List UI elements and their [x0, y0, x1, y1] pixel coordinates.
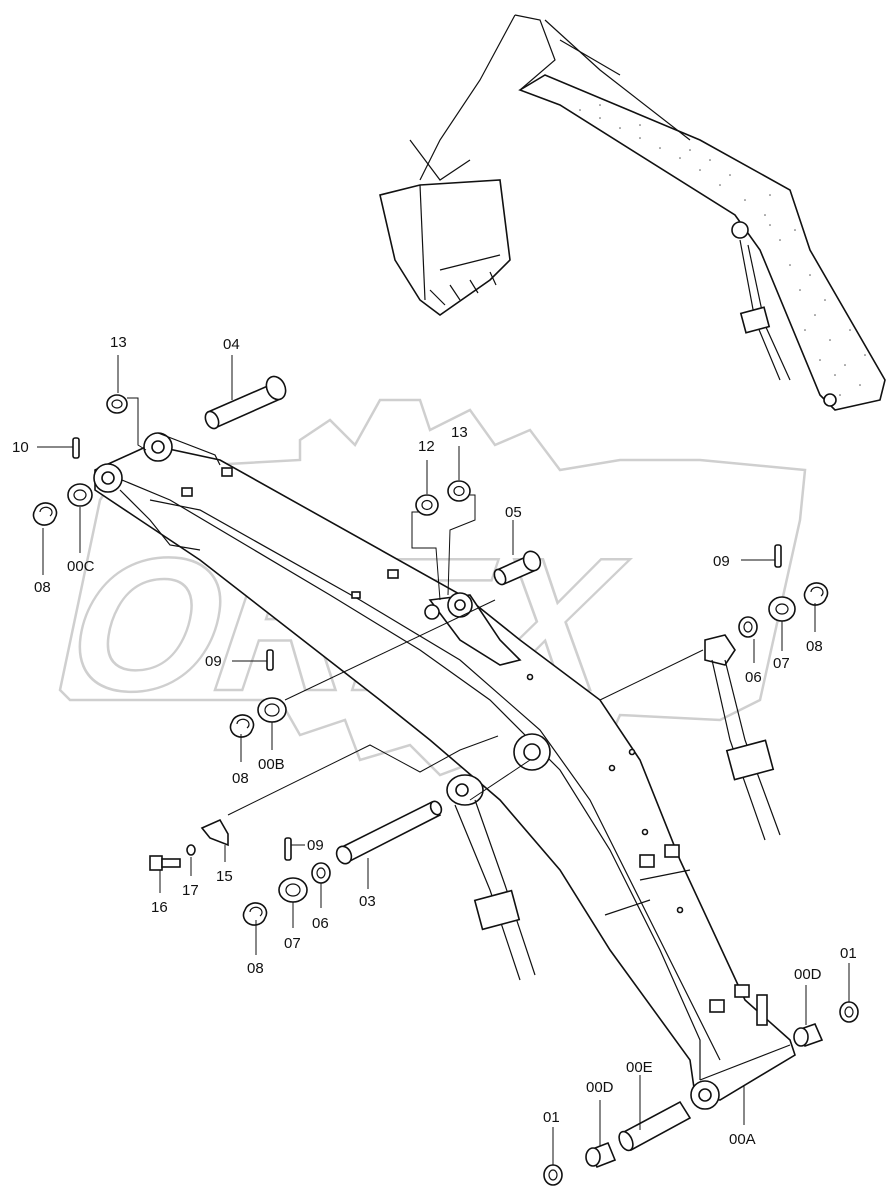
bushing-07-right: [768, 596, 796, 622]
label-00C: 00C: [67, 558, 95, 575]
washer-13-right: [447, 480, 471, 502]
bushing-00D-right: [793, 1022, 824, 1048]
boom-body: [93, 432, 796, 1110]
label-09-b: 09: [307, 837, 324, 854]
stipple-texture: [579, 104, 866, 396]
label-06-right: 06: [745, 669, 762, 686]
bushing-00C: [67, 483, 93, 507]
label-01-lower: 01: [543, 1109, 560, 1126]
pin-05: [493, 550, 542, 586]
label-10: 10: [12, 439, 29, 456]
pin-09-a: [266, 649, 274, 671]
ring-08-a: [32, 502, 58, 526]
leader-lines: [37, 355, 850, 1165]
ring-08-c: [242, 902, 268, 926]
part-labels: 13 04 10 08 00C 12 13 05 09 08 00B 09 06…: [12, 334, 857, 1148]
label-07-right: 07: [773, 655, 790, 672]
label-09-a: 09: [205, 653, 222, 670]
label-15: 15: [216, 868, 233, 885]
label-09-c: 09: [713, 553, 730, 570]
pin-09-b: [284, 837, 292, 861]
washer-06-lower: [311, 862, 331, 884]
label-04: 04: [223, 336, 240, 353]
pin-00E: [618, 1100, 692, 1152]
pin-09-c: [774, 544, 782, 568]
pin-03: [335, 800, 443, 865]
washer-17: [186, 844, 196, 856]
label-00B: 00B: [258, 756, 285, 773]
label-01-right: 01: [840, 945, 857, 962]
label-08-d: 08: [806, 638, 823, 655]
label-17: 17: [182, 882, 199, 899]
label-13-right: 13: [451, 424, 468, 441]
label-06-lower: 06: [312, 915, 329, 932]
pin-04: [204, 375, 287, 430]
label-12: 12: [418, 438, 435, 455]
bolt-16: [149, 855, 181, 871]
overview-inset: [379, 14, 886, 411]
arm-cylinder: [704, 634, 781, 841]
label-08-b: 08: [232, 770, 249, 787]
label-08-c: 08: [247, 960, 264, 977]
label-13-left: 13: [110, 334, 127, 351]
washer-01-right: [839, 1001, 859, 1023]
washer-01-lower: [543, 1164, 563, 1186]
washer-12: [415, 494, 439, 516]
ring-08-d: [803, 582, 829, 606]
label-00E: 00E: [626, 1059, 653, 1076]
label-07-lower: 07: [284, 935, 301, 952]
bushing-07-lower: [278, 877, 308, 903]
label-03: 03: [359, 893, 376, 910]
label-00D-right: 00D: [794, 966, 822, 983]
bushing-00D-lower: [585, 1141, 617, 1169]
label-00D-lower: 00D: [586, 1079, 614, 1096]
parts: [32, 375, 859, 1186]
plate-15: [200, 818, 229, 847]
label-05: 05: [505, 504, 522, 521]
ring-08-b: [229, 714, 255, 738]
pin-10: [72, 437, 80, 459]
label-00A: 00A: [729, 1131, 756, 1148]
label-08-a: 08: [34, 579, 51, 596]
bushing-00B: [257, 697, 287, 723]
washer-13-left: [106, 394, 128, 414]
washer-06-right: [738, 616, 758, 638]
label-16: 16: [151, 899, 168, 916]
